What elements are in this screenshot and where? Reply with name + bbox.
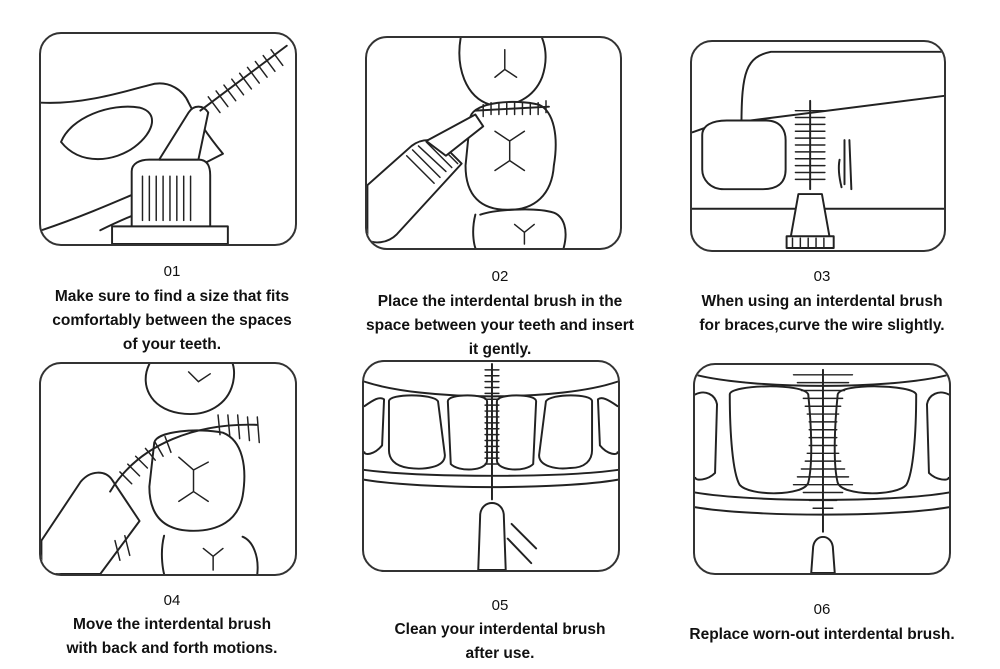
cleaning-brush-illustration — [362, 360, 620, 572]
step-number: 03 — [813, 268, 831, 285]
step-caption: When using an interdental brush for brac… — [652, 290, 992, 338]
step-number: 02 — [491, 268, 509, 285]
step-caption: Move the interdental brush with back and… — [2, 613, 342, 661]
caption-line: space between your teeth and insert — [366, 317, 634, 334]
caption-line: Move the interdental brush — [72, 616, 272, 633]
step-number: 05 — [491, 597, 509, 614]
caption-line: Place the interdental brush in the — [377, 293, 623, 310]
caption-line: of your teeth. — [122, 336, 222, 353]
step-number: 01 — [163, 263, 181, 280]
caption-line: Make sure to find a size that fits — [54, 288, 290, 305]
finding-brush-size-illustration — [39, 32, 297, 246]
caption-line: Clean your interdental brush — [394, 621, 606, 638]
caption-line: it gently. — [468, 341, 532, 358]
step-caption: Replace worn-out interdental brush. — [652, 623, 992, 647]
back-forth-motion-illustration — [39, 362, 297, 576]
braces-brush-illustration — [690, 40, 946, 252]
caption-line: after use. — [465, 645, 535, 662]
caption-line: When using an interdental brush — [701, 293, 943, 310]
caption-line: comfortably between the spaces — [52, 312, 292, 329]
inserting-brush-illustration — [365, 36, 622, 250]
step-caption: Place the interdental brush in the space… — [330, 290, 670, 362]
replace-brush-illustration — [693, 363, 951, 575]
caption-line: for braces,curve the wire slightly. — [699, 317, 945, 334]
step-caption: Make sure to find a size that fits comfo… — [2, 285, 342, 357]
step-number: 04 — [163, 592, 181, 609]
caption-line: with back and forth motions. — [66, 640, 278, 657]
step-number: 06 — [813, 601, 831, 618]
step-caption: Clean your interdental brush after use. — [330, 618, 670, 666]
caption-line: Replace worn-out interdental brush. — [689, 626, 955, 643]
